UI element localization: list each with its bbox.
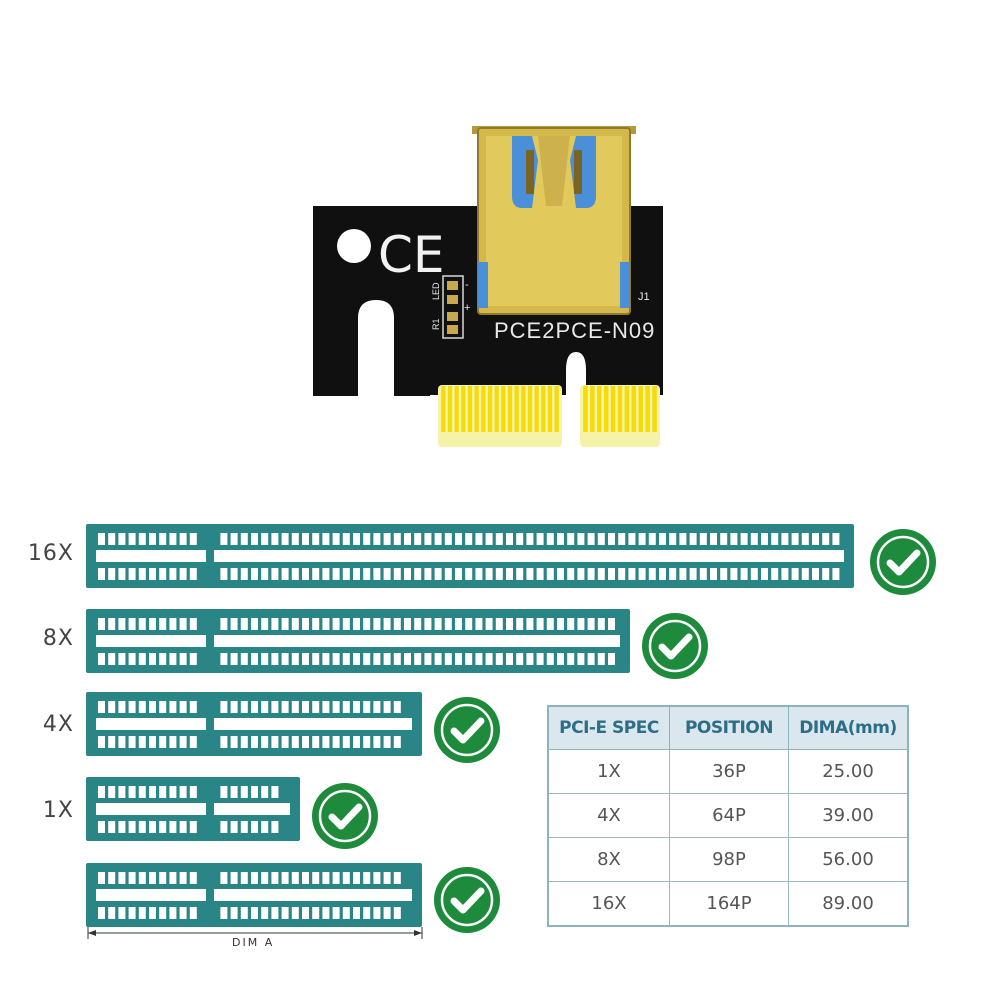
dimension-label: DIM A: [232, 936, 275, 949]
edge-pin: [474, 386, 479, 432]
pcie-8x-slot: [86, 609, 630, 673]
r1-label: R1: [431, 318, 441, 330]
riser-board-illustration: CE LED R1 - + J1 PCE2PCE-N09: [313, 126, 663, 447]
header-position: POSITION: [669, 705, 789, 750]
slot-label-1x: 1X: [42, 798, 74, 823]
edge-pin: [638, 386, 643, 432]
cell-spec: 8X: [547, 837, 670, 882]
cell-position: 36P: [669, 749, 789, 794]
cell-spec: 4X: [547, 793, 670, 838]
edge-pins-right: [583, 386, 657, 432]
slot-label-8x: 8X: [42, 626, 74, 651]
edge-pin: [645, 386, 650, 432]
edge-pin: [624, 386, 630, 432]
usb3-connector: [472, 126, 636, 315]
edge-pin: [487, 386, 493, 432]
pcie-1x-slot: [86, 777, 300, 841]
cell-position: 64P: [669, 793, 789, 838]
ce-mark: CE: [378, 226, 445, 284]
cell-dima: 39.00: [788, 793, 909, 838]
edge-pin: [652, 386, 657, 432]
edge-pin: [447, 386, 453, 432]
pcie-dimension-slot: [86, 863, 422, 927]
edge-pin: [534, 386, 539, 432]
edge-pin: [610, 386, 616, 432]
plus-label: +: [464, 302, 470, 314]
edge-pin: [467, 386, 473, 432]
dimension-line: [87, 927, 423, 939]
cell-dima: 25.00: [788, 749, 909, 794]
check-icon: [870, 529, 936, 595]
header-pcie-spec: PCI-E SPEC: [547, 705, 670, 750]
edge-pin: [481, 386, 486, 432]
check-icon: [434, 697, 500, 763]
edge-pin: [603, 386, 609, 432]
pcie-4x-slot: [86, 692, 422, 756]
check-icon: [434, 867, 500, 933]
edge-pin: [521, 386, 526, 432]
header-dima: DIMA(mm): [788, 705, 909, 750]
pcie-spec-table: PCI-E SPEC POSITION DIMA(mm) 1X 36P 25.0…: [547, 705, 909, 927]
edge-pin: [507, 386, 513, 432]
cell-spec: 16X: [547, 881, 670, 927]
pcie-16x-slot: [86, 524, 854, 588]
edge-pin: [617, 386, 623, 432]
edge-pin: [583, 386, 588, 432]
edge-pin: [541, 386, 546, 432]
cell-spec: 1X: [547, 749, 670, 794]
table-row: 4X 64P 39.00: [547, 793, 909, 838]
mounting-hole: [337, 229, 371, 263]
edge-pin: [547, 386, 553, 432]
cell-dima: 89.00: [788, 881, 909, 927]
check-icon: [642, 613, 708, 679]
edge-pin: [554, 386, 559, 432]
edge-pin: [441, 386, 446, 432]
j1-label: J1: [638, 291, 650, 303]
edge-pin: [590, 386, 595, 432]
table-header-row: PCI-E SPEC POSITION DIMA(mm): [547, 705, 909, 750]
slot-label-4x: 4X: [42, 712, 74, 737]
edge-pin: [527, 386, 533, 432]
edge-pin: [597, 386, 602, 432]
cell-position: 164P: [669, 881, 789, 927]
cell-position: 98P: [669, 837, 789, 882]
edge-pin: [461, 386, 466, 432]
table-row: 16X 164P 89.00: [547, 881, 909, 927]
check-icon: [312, 783, 378, 849]
cell-dima: 56.00: [788, 837, 909, 882]
edge-pin: [514, 386, 519, 432]
minus-label: -: [465, 279, 469, 291]
led-label: LED: [431, 282, 441, 300]
edge-pin: [631, 386, 637, 432]
table-row: 8X 98P 56.00: [547, 837, 909, 882]
edge-pin: [501, 386, 506, 432]
led-pads: [442, 275, 464, 339]
table-row: 1X 36P 25.00: [547, 749, 909, 794]
slot-label-16x: 16X: [27, 541, 74, 566]
edge-pin: [454, 386, 459, 432]
edge-pins-left: [441, 386, 559, 432]
edge-pin: [494, 386, 499, 432]
board-model-label: PCE2PCE-N09: [494, 318, 655, 343]
